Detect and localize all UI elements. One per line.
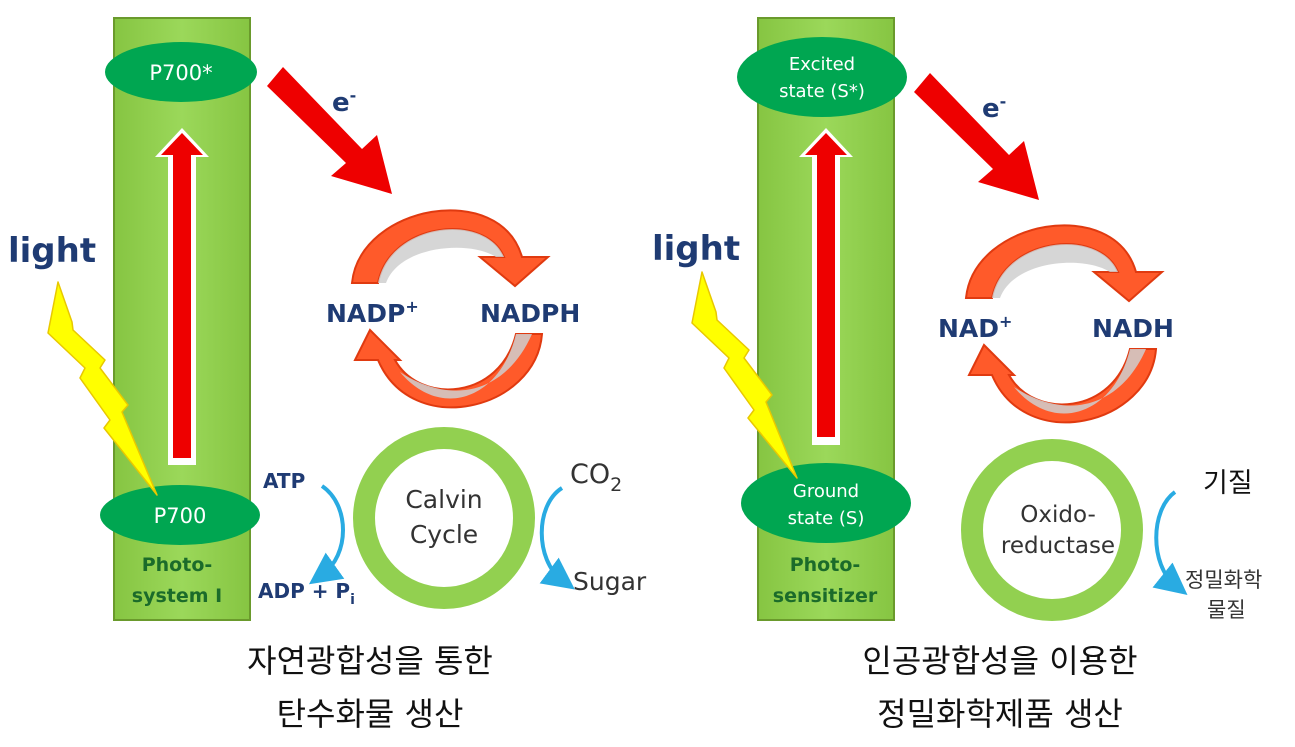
left-panel: P700* P700 Photo- system I light e- NADP…: [8, 17, 647, 733]
ground-state-label-line2: state (S): [788, 508, 865, 529]
co2-conversion-arrow: [539, 486, 575, 590]
excited-state-label: P700*: [149, 61, 212, 85]
ground-state-ellipse: [100, 485, 260, 545]
cofactor-cycle: [350, 209, 551, 409]
light-label-right: light: [652, 229, 740, 269]
left-caption-line1: 자연광합성을 통한: [247, 642, 493, 680]
right-caption-line1: 인공광합성을 이용한: [862, 642, 1137, 680]
electron-transfer-arrow-right: [914, 73, 1039, 200]
cycle-label-line2-right: reductase: [1001, 533, 1115, 559]
substrate-label: 기질: [1203, 468, 1253, 499]
right-panel: Excited state (S*) Ground state (S) Phot…: [652, 17, 1262, 733]
column-label-line2: system I: [132, 585, 222, 607]
excited-state-ellipse-right: [737, 37, 907, 117]
atp-label: ATP: [263, 469, 305, 493]
electron-label-right: e-: [982, 92, 1006, 124]
adp-label: ADP + Pi: [258, 579, 355, 608]
column-label-line1-right: Photo-: [790, 554, 861, 576]
sugar-label: Sugar: [573, 567, 647, 596]
product-label-line2: 물질: [1207, 598, 1246, 622]
excited-state-label-line1: Excited: [789, 54, 855, 75]
cofactor-cycle-right: [964, 224, 1165, 424]
calvin-cycle-ring: [353, 427, 535, 609]
column-label-line2-right: sensitizer: [773, 585, 878, 607]
oxidized-cofactor-label-right: NAD+: [938, 312, 1012, 343]
reduced-cofactor-label-right: NADH: [1092, 314, 1174, 343]
column-label-line1: Photo-: [142, 554, 213, 576]
reduced-cofactor-label: NADPH: [480, 299, 580, 328]
ground-state-label-line1: Ground: [793, 481, 859, 502]
lightning-bolt-icon: [47, 281, 158, 496]
cycle-label-line2: Cycle: [410, 520, 478, 549]
ground-state-label: P700: [154, 504, 207, 528]
ground-state-ellipse-right: [741, 463, 911, 543]
oxidoreductase-ring: [961, 439, 1143, 621]
lightning-bolt-icon-right: [691, 271, 798, 479]
excitation-arrow-right: [799, 128, 853, 445]
light-label: light: [8, 231, 96, 271]
cycle-label-line1: Calvin: [405, 485, 482, 514]
product-label-line1: 정밀화학: [1185, 568, 1262, 592]
substrate-conversion-arrow: [1152, 490, 1188, 596]
excitation-arrow: [155, 128, 209, 465]
excited-state-ellipse: [105, 42, 257, 102]
left-caption-line2: 탄수화물 생산: [277, 695, 464, 733]
co2-label: CO2: [570, 459, 622, 496]
atp-conversion-arrow: [308, 484, 345, 585]
oxidized-cofactor-label: NADP+: [326, 297, 419, 328]
electron-label: e-: [332, 86, 356, 118]
excited-state-label-line2: state (S*): [779, 81, 865, 102]
right-caption-line2: 정밀화학제품 생산: [877, 695, 1123, 733]
electron-transfer-arrow: [267, 67, 392, 194]
cycle-label-line1-right: Oxido-: [1020, 502, 1096, 528]
